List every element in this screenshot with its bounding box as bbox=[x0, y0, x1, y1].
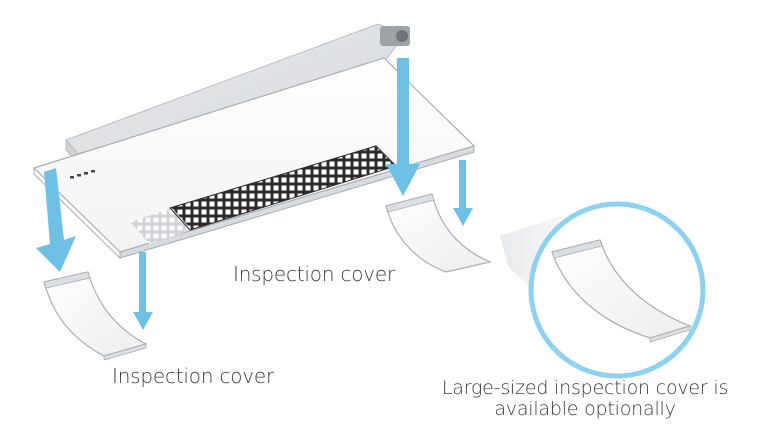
status-indicator-lights bbox=[70, 170, 95, 179]
large-inspection-cover bbox=[551, 239, 692, 343]
front-panel-rim bbox=[119, 145, 475, 259]
arrow-right-large bbox=[386, 58, 420, 196]
arrow-left-large bbox=[36, 168, 76, 272]
large-cover-note-label: Large-sized inspection cover is availabl… bbox=[441, 377, 729, 420]
inspection-cover-label-left: Inspection cover bbox=[112, 364, 275, 388]
inspection-cover-label-center: Inspection cover bbox=[233, 262, 396, 286]
air-outlet-grille bbox=[130, 145, 397, 244]
inspection-cover-center bbox=[385, 193, 492, 273]
pipe-connector bbox=[380, 26, 410, 46]
air-conditioner-unit bbox=[32, 23, 476, 259]
arrow-left-small bbox=[133, 252, 153, 330]
inspection-cover-left bbox=[43, 271, 148, 361]
arrow-right-small bbox=[453, 160, 473, 226]
